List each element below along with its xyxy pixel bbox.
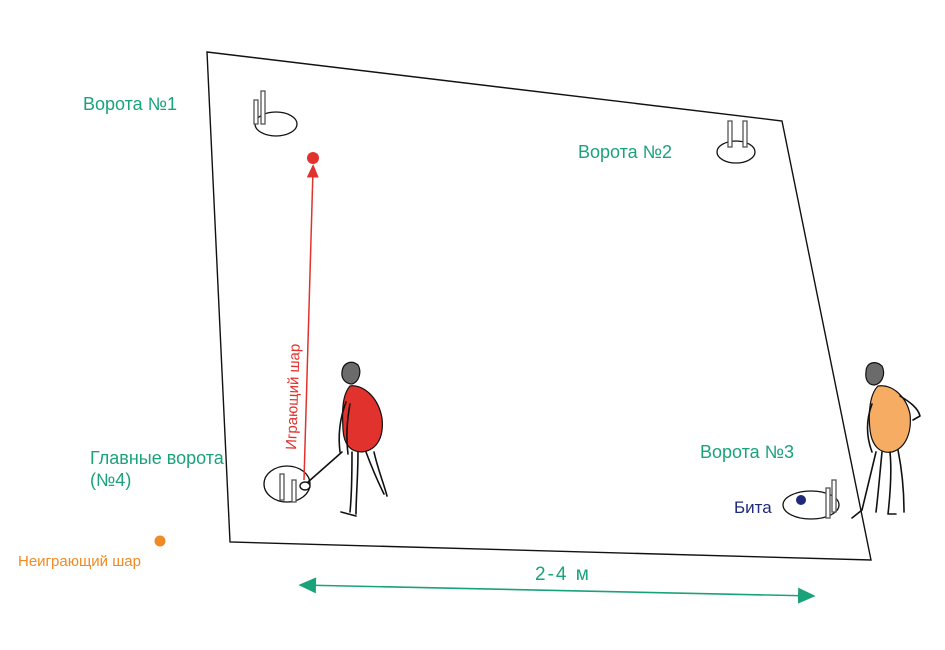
gate-1 <box>253 90 298 137</box>
distance-arrow <box>298 577 816 604</box>
non-playing-ball-label: Неиграющий шар <box>18 553 141 570</box>
main-gate-label-line1: Главные ворота <box>90 448 225 468</box>
playing-ball-path-arrow <box>303 164 319 481</box>
bat-ball <box>796 495 806 505</box>
playing-ball-label: Играющий шар <box>283 343 304 450</box>
non-playing-ball <box>154 535 166 547</box>
gate-3 <box>782 479 840 520</box>
gate-2-label: Ворота №2 <box>578 142 672 162</box>
playing-ball-target <box>307 152 319 164</box>
bat-label: Бита <box>734 498 772 517</box>
player-red <box>299 361 388 517</box>
gate-2 <box>716 120 756 164</box>
gate-1-label: Ворота №1 <box>83 94 177 114</box>
main-gate <box>263 465 311 503</box>
distance-label: 2-4 м <box>535 564 591 585</box>
main-gate-label: Главные ворота (№4) <box>90 448 229 490</box>
gate-3-label: Ворота №3 <box>700 442 794 462</box>
field-boundary <box>206 51 872 561</box>
player-orange <box>851 362 921 519</box>
main-gate-label-line2: (№4) <box>90 470 131 490</box>
